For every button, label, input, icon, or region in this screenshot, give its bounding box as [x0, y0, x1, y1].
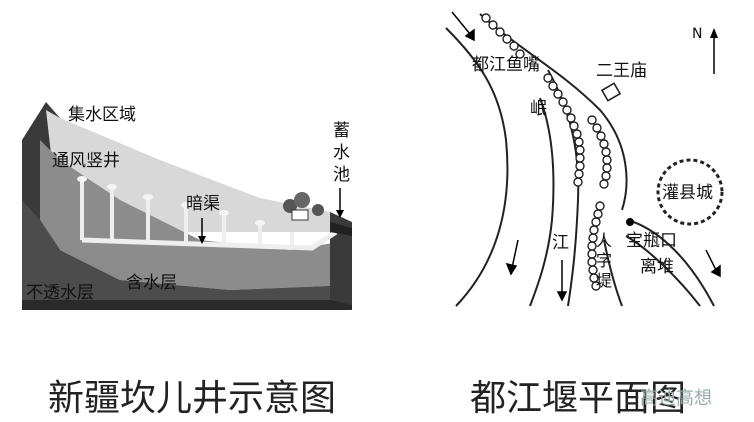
- label-reservoir-2: 水: [333, 143, 350, 163]
- label-temple: 二王庙: [596, 61, 647, 81]
- inner-river-west: [529, 97, 555, 307]
- label-channel: 暗渠: [186, 194, 220, 214]
- front-face: [22, 300, 352, 310]
- label-lidui: 离堆: [640, 257, 674, 277]
- village-icon: [283, 192, 324, 221]
- label-dike-2: 字: [596, 251, 612, 270]
- label-reservoir-1: 蓄: [333, 121, 350, 141]
- label-dike-1: 人: [596, 231, 612, 250]
- label-city: 灌县城: [662, 183, 713, 203]
- watermark: 高迪高想: [640, 388, 712, 409]
- karez-diagram: 集水区域 通风竖井 暗渠 含水层 不透水层 蓄 水 池 新疆坎儿井示意图: [22, 102, 352, 419]
- right-caption: 都江堰平面图: [470, 378, 686, 419]
- label-catchment: 集水区域: [68, 105, 136, 125]
- west-bank: [445, 27, 509, 307]
- label-shaft: 通风竖井: [52, 151, 120, 171]
- shaft-mounds: [77, 176, 265, 226]
- bottleneck-channel-west: [603, 239, 623, 307]
- left-caption: 新疆坎儿井示意图: [48, 378, 336, 419]
- label-aquifer: 含水层: [126, 273, 177, 293]
- label-dike-3: 堤: [596, 271, 612, 290]
- temple-icon: [600, 82, 622, 102]
- reservoir-pool: [330, 222, 352, 236]
- fish-mouth-levee: [481, 13, 525, 59]
- bottleneck-dot: [626, 218, 634, 226]
- label-north: N: [692, 26, 702, 42]
- lidui-outline: [625, 235, 701, 307]
- label-reservoir-3: 池: [333, 165, 350, 185]
- city-wall: [656, 158, 724, 226]
- inner-levee: [543, 73, 585, 187]
- channel-arrow-head: [198, 236, 206, 244]
- label-jiang: 江: [552, 233, 569, 253]
- label-fish-mouth: 都江鱼嘴: [472, 55, 540, 75]
- underground-channel: [81, 229, 338, 251]
- reservoir-arrow-head: [336, 210, 344, 218]
- aquifer-layer: [40, 140, 352, 290]
- label-min: 岷: [530, 99, 547, 119]
- herringbone-dike: [587, 115, 612, 291]
- bottleneck-channel-east: [627, 219, 715, 307]
- north-arrow-head: [710, 28, 718, 38]
- ventilation-shafts: [80, 180, 294, 247]
- flow-arrows: [451, 11, 721, 302]
- label-impervious: 不透水层: [26, 283, 94, 303]
- impervious-layer: [22, 200, 352, 305]
- label-bottleneck: 宝瓶口: [626, 231, 677, 251]
